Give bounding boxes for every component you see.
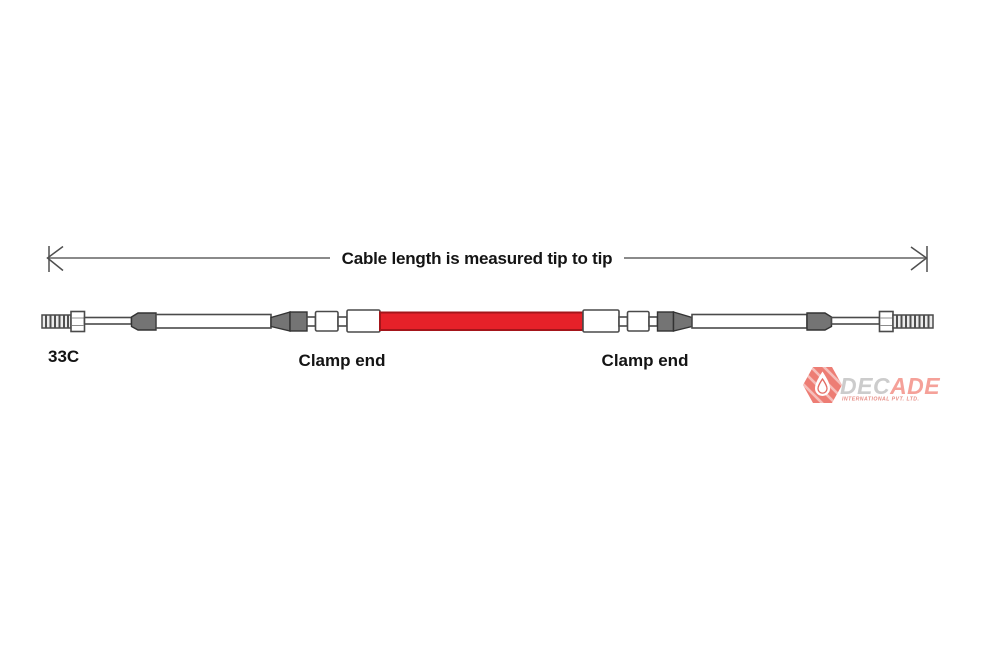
decade-watermark-logo: DECADE INTERNATIONAL PVT. LTD. <box>803 367 940 403</box>
nut-body <box>878 310 894 333</box>
outer-tube-left <box>155 313 272 329</box>
neck <box>337 316 348 327</box>
clamp-end-label-left: Clamp end <box>299 351 386 370</box>
clamp-right <box>656 311 693 332</box>
threaded-tip-right <box>892 314 934 329</box>
rod-left <box>83 316 133 325</box>
thread-ribs <box>896 315 930 328</box>
clamp-right-body <box>656 311 675 332</box>
neck <box>618 316 629 327</box>
collar-large-left <box>346 309 381 333</box>
rod-right <box>830 316 881 325</box>
droplet-inner-icon <box>817 377 828 394</box>
clamp-right-taper <box>672 311 693 332</box>
hex-nut-right <box>878 310 894 333</box>
nut-body <box>70 310 86 333</box>
cable-red-section <box>379 311 584 331</box>
clamp-end-label-right: Clamp end <box>602 351 689 370</box>
clamp-left <box>270 311 308 332</box>
outer-tube-right <box>691 313 808 329</box>
brand-wordmark-gray: DEC <box>840 373 890 399</box>
dimension-arrowhead-right-icon <box>910 246 928 271</box>
dimension-indicator: Cable length is measured tip to tip <box>46 245 928 272</box>
cable-assembly <box>41 309 934 333</box>
brand-wordmark-red: ADE <box>889 373 940 399</box>
clamp-left-body <box>289 311 308 332</box>
collar-small-right <box>626 310 650 332</box>
brand-tagline: INTERNATIONAL PVT. LTD. <box>842 397 919 403</box>
collar-small-left <box>314 310 339 332</box>
threaded-tip-left <box>41 314 72 329</box>
brand-wordmark: DECADE <box>840 373 940 399</box>
thread-ribs <box>45 315 69 328</box>
decade-hexagon-icon <box>803 367 842 403</box>
ferrule-left <box>130 312 157 331</box>
clamp-left-taper <box>270 311 291 332</box>
neck <box>648 316 659 327</box>
neck <box>306 316 317 327</box>
dimension-arrowhead-left-icon <box>46 245 64 272</box>
ferrule-right <box>806 312 833 331</box>
dimension-label: Cable length is measured tip to tip <box>342 249 613 268</box>
thread-body <box>892 314 934 329</box>
collar-large-right <box>582 309 620 333</box>
model-label: 33C <box>48 347 79 366</box>
hex-nut-left <box>70 310 86 333</box>
